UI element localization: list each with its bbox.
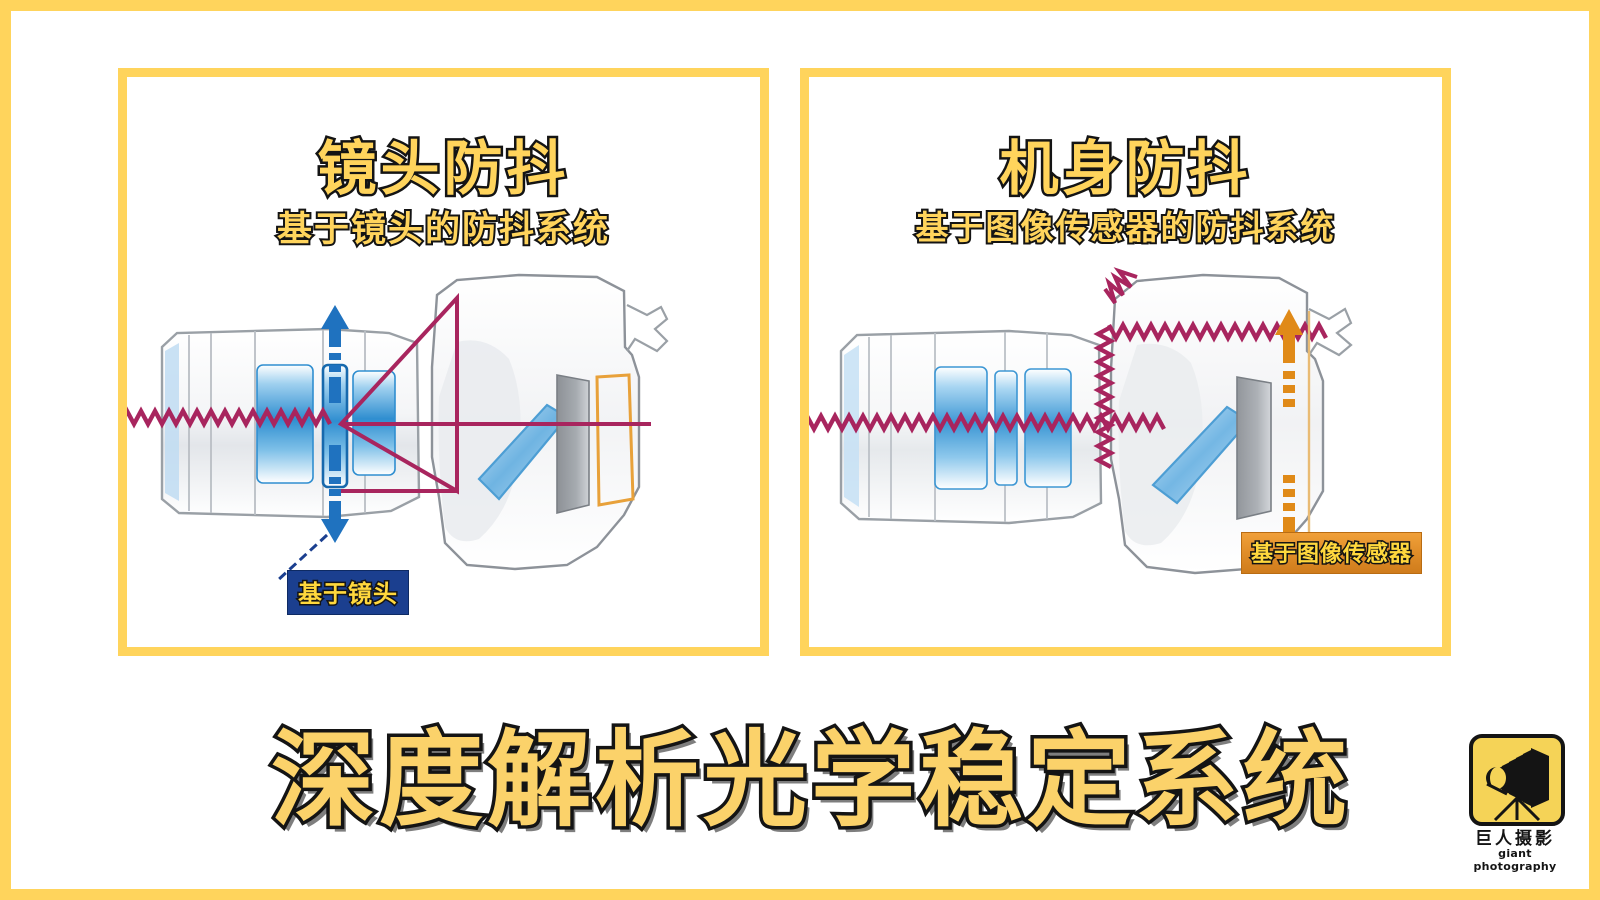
lcd-screen: [595, 373, 635, 507]
shaky-ray-up-to-prism: [1093, 325, 1116, 469]
panel-body-stabilization: 机身防抖 基于图像传感器的防抖系统: [799, 68, 1451, 656]
vertical-shift-arrow: [321, 305, 349, 543]
callout-sensor-based: 基于图像传感器: [1241, 532, 1423, 574]
lens-elements-group: [934, 366, 1072, 490]
dslr-cutaway-sensor-is-svg: [799, 267, 1353, 575]
logo-english-name: giant photography: [1473, 847, 1557, 873]
viewfinder-eyecup: [626, 304, 669, 353]
image-sensor: [1236, 376, 1272, 521]
shaky-ray-prism-scatter: [1103, 267, 1138, 305]
viewfinder-eyecup: [1308, 307, 1353, 357]
panel-body-subtitle: 基于图像传感器的防抖系统: [914, 206, 1336, 249]
lens-front-element: [165, 343, 179, 501]
pentaprism-ray-triangle: [337, 292, 459, 495]
panel-body-title: 机身防抖: [997, 132, 1252, 206]
panel-lens-stabilization: 镜头防抖 基于镜头的防抖系统: [118, 68, 769, 656]
dslr-cutaway-lens-is-svg: [119, 273, 669, 583]
callout-leader-line: [275, 533, 329, 583]
diagram-lens-stabilization: [119, 247, 760, 647]
callout-lens-based: 基于镜头: [287, 570, 409, 615]
incoming-shaky-ray: [119, 406, 332, 429]
poster-bottom-title: 深度解析光学稳定系统: [267, 716, 1351, 845]
image-sensor: [556, 374, 590, 515]
logo-chinese-name: 巨人摄影: [1475, 829, 1555, 849]
panel-lens-subtitle: 基于镜头的防抖系统: [275, 208, 610, 252]
panel-lens-title: 镜头防抖: [315, 132, 570, 206]
bellows-camera-icon: [1469, 734, 1565, 826]
bellows-camera-glyph: [1486, 748, 1549, 822]
lens-front-element: [844, 345, 859, 507]
brand-logo: 巨人摄影 giant photography: [1455, 734, 1575, 874]
diagram-body-stabilization: [799, 247, 1442, 647]
